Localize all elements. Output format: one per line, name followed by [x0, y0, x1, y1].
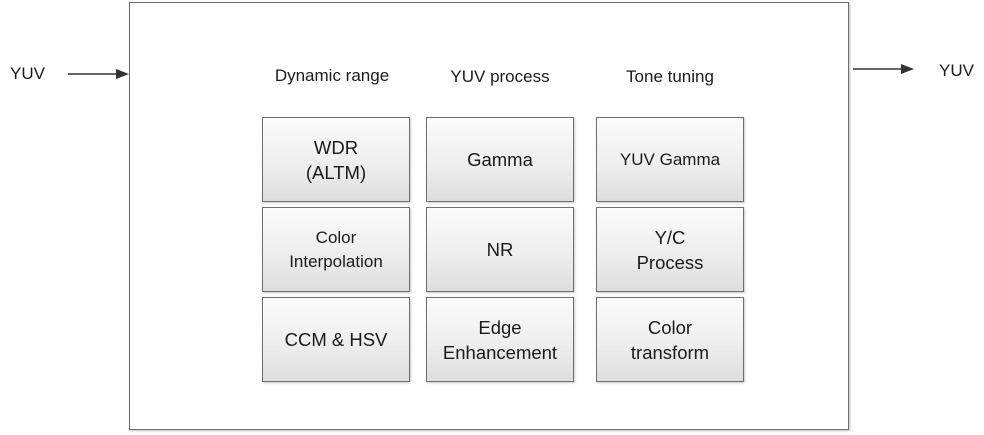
block-color-transform: Color transform	[596, 297, 744, 382]
column-header-dynamic-range: Dynamic range	[274, 66, 390, 85]
block-ccm-hsv: CCM & HSV	[262, 297, 410, 382]
block-yuv-gamma: YUV Gamma	[596, 117, 744, 202]
block-wdr-altm: WDR (ALTM)	[262, 117, 410, 202]
block-color-interpolation: Color Interpolation	[262, 207, 410, 292]
input-arrow-icon	[68, 69, 129, 79]
column-header-tone-tuning: Tone tuning	[626, 67, 714, 86]
column-header-yuv-process: YUV process	[450, 67, 550, 86]
input-label: YUV	[10, 64, 45, 83]
output-label: YUV	[939, 61, 974, 80]
output-arrow-icon	[853, 64, 914, 74]
block-nr: NR	[426, 207, 574, 292]
block-edge-enhancement: Edge Enhancement	[426, 297, 574, 382]
block-gamma: Gamma	[426, 117, 574, 202]
block-yc-process: Y/C Process	[596, 207, 744, 292]
